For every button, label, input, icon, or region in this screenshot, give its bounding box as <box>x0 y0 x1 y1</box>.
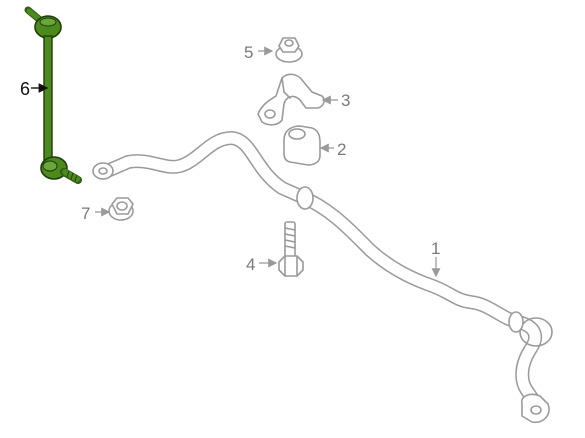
callout-2-label: 2 <box>337 140 346 159</box>
flange-nut[interactable] <box>258 37 303 63</box>
clamp-bracket[interactable] <box>257 73 338 126</box>
bushing[interactable] <box>283 125 334 166</box>
callout-1-label: 1 <box>431 239 440 258</box>
stabilizer-bar[interactable] <box>92 131 553 424</box>
bolt[interactable] <box>259 221 304 277</box>
callout-5-label: 5 <box>244 43 253 62</box>
callout-4-label: 4 <box>246 255 255 274</box>
stabilizer-link[interactable] <box>24 6 82 184</box>
callout-3-label: 3 <box>341 91 350 110</box>
callout-7-label: 7 <box>81 204 90 223</box>
nut[interactable] <box>95 197 134 221</box>
callout-6-label: 6 <box>20 79 30 99</box>
